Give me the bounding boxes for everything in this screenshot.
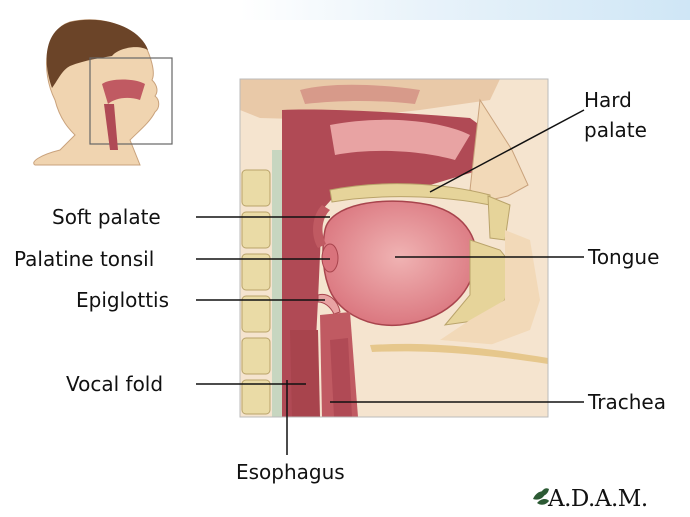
cross-section-panel [240,79,548,420]
head-thumbnail [34,20,172,165]
adam-logo: A.D.A.M. [548,486,648,512]
label-soft-palate: Soft palate [52,205,161,229]
label-hard-palate-line2: palate [584,118,647,142]
label-tongue: Tongue [588,245,659,269]
label-esophagus: Esophagus [236,460,345,484]
label-vocal-fold: Vocal fold [66,372,163,396]
adam-leaf-icon [533,488,549,504]
label-palatine-tonsil: Palatine tonsil [14,247,154,271]
label-epiglottis: Epiglottis [76,288,169,312]
label-hard-palate-line1: Hard [584,88,632,112]
label-trachea: Trachea [588,390,666,414]
